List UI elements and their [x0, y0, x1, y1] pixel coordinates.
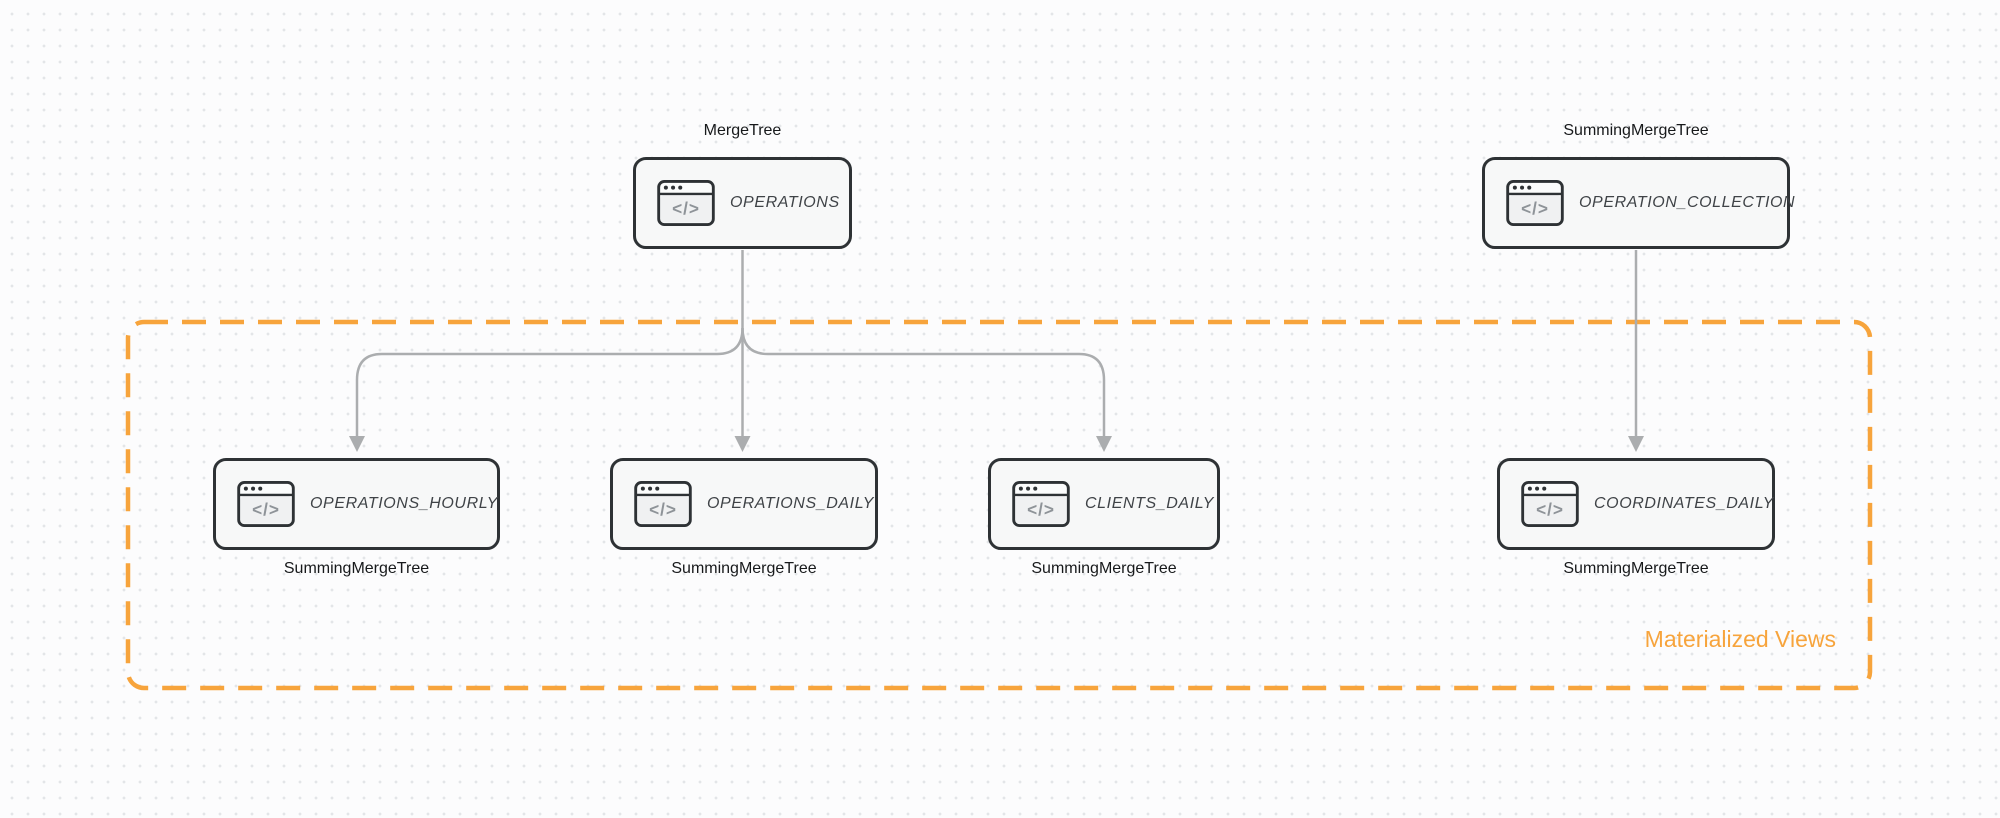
svg-text:</>: </> — [1521, 199, 1549, 219]
engine-label-clients-daily: SummingMergeTree — [1031, 560, 1177, 577]
code-window-icon: </> — [1506, 180, 1564, 226]
code-window-icon: </> — [1012, 481, 1070, 527]
svg-text:</>: </> — [1536, 500, 1564, 520]
arrowhead-icon — [734, 436, 751, 452]
node-operations-daily[interactable]: </> OPERATIONS_DAILY — [610, 458, 878, 550]
svg-text:</>: </> — [1027, 500, 1055, 520]
table-name: CLIENTS_DAILY — [1085, 495, 1215, 512]
svg-text:</>: </> — [649, 500, 677, 520]
node-clients-daily[interactable]: </> CLIENTS_DAILY — [988, 458, 1220, 550]
code-window-icon: </> — [237, 481, 295, 527]
code-window-icon: </> — [1521, 481, 1579, 527]
table-name: OPERATION_COLLECTION — [1579, 194, 1796, 211]
materialized-views-label: Materialized Views — [1644, 626, 1836, 652]
engine-label-coordinates-daily: SummingMergeTree — [1563, 560, 1709, 577]
code-window-icon: </> — [657, 180, 715, 226]
node-operations-hourly[interactable]: </> OPERATIONS_HOURLY — [213, 458, 500, 550]
engine-label-operations-daily: SummingMergeTree — [671, 560, 817, 577]
node-coordinates-daily[interactable]: </> COORDINATES_DAILY — [1497, 458, 1775, 550]
engine-label-operations: MergeTree — [703, 122, 782, 139]
edge-operations-to-operations-hourly — [355, 327, 744, 437]
arrowhead-icon — [1096, 436, 1112, 452]
table-name: OPERATIONS_DAILY — [707, 495, 874, 512]
svg-text:</>: </> — [672, 199, 700, 219]
arrowhead-icon — [349, 436, 365, 452]
table-name: OPERATIONS_HOURLY — [310, 495, 499, 512]
table-name: OPERATIONS — [730, 194, 840, 211]
edge-lines — [355, 250, 1638, 437]
edge-operations-to-clients-daily — [741, 327, 1106, 437]
node-operation-collection[interactable]: </> OPERATION_COLLECTION — [1482, 157, 1795, 249]
materialized-views-group-box — [125, 319, 1873, 691]
svg-text:</>: </> — [252, 500, 280, 520]
node-operations[interactable]: </> OPERATIONS — [633, 157, 852, 249]
table-name: COORDINATES_DAILY — [1594, 495, 1775, 512]
arrowhead-icon — [1628, 436, 1644, 452]
arrowhead-icons — [349, 436, 1644, 452]
engine-label-operations-hourly: SummingMergeTree — [283, 560, 430, 577]
engine-label-operation-collection: SummingMergeTree — [1563, 122, 1709, 139]
code-window-icon: </> — [634, 481, 692, 527]
